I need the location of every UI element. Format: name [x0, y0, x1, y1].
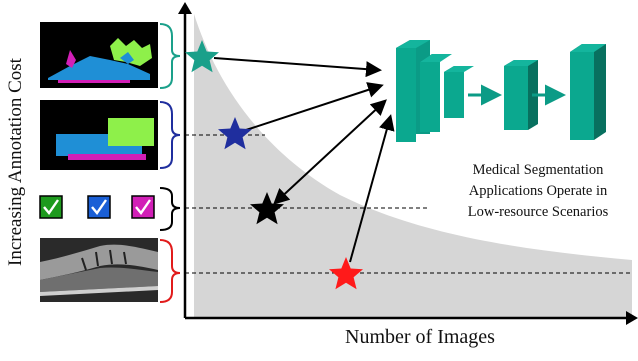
note-box	[440, 154, 634, 228]
x-axis-arrowhead	[626, 311, 638, 325]
unlabeled-oct-thumbnail	[40, 238, 158, 302]
note-line-1: Medical Segmentation	[472, 162, 604, 178]
image-label-thumbnail	[39, 195, 155, 219]
star-unlabeled-icon	[329, 257, 363, 290]
y-axis-arrowhead	[178, 2, 192, 14]
note-line-3: Low-resource Scenarios	[467, 204, 609, 220]
brace-image-label	[159, 187, 181, 231]
brace-polygon-mask	[159, 23, 181, 89]
checkbox-magenta-icon	[131, 195, 155, 219]
brace-unlabeled	[159, 239, 181, 303]
checkbox-blue-icon	[87, 195, 111, 219]
star-bounding-box-icon	[218, 117, 252, 150]
star-image-label-icon	[250, 192, 284, 225]
brace-bounding-box	[159, 101, 181, 169]
note-line-2: Applications Operate in	[468, 183, 608, 199]
cost-curve-region	[194, 14, 632, 318]
arrow-network-to-image-label	[273, 99, 387, 205]
scenario-note: Medical Segmentation Applications Operat…	[440, 160, 636, 223]
polygon-mask-thumbnail	[40, 22, 158, 88]
checkbox-green-icon	[39, 195, 63, 219]
x-axis-label: Number of Images	[345, 326, 495, 348]
star-polygon-mask-icon	[185, 40, 219, 73]
arrow-polygon-to-network	[213, 57, 382, 78]
arrow-unlabeled-to-network	[349, 114, 395, 263]
segmentation-network-icon	[396, 40, 606, 142]
bounding-box-thumbnail	[40, 100, 158, 170]
y-axis-label: Increasing Annotation Cost	[5, 58, 26, 266]
